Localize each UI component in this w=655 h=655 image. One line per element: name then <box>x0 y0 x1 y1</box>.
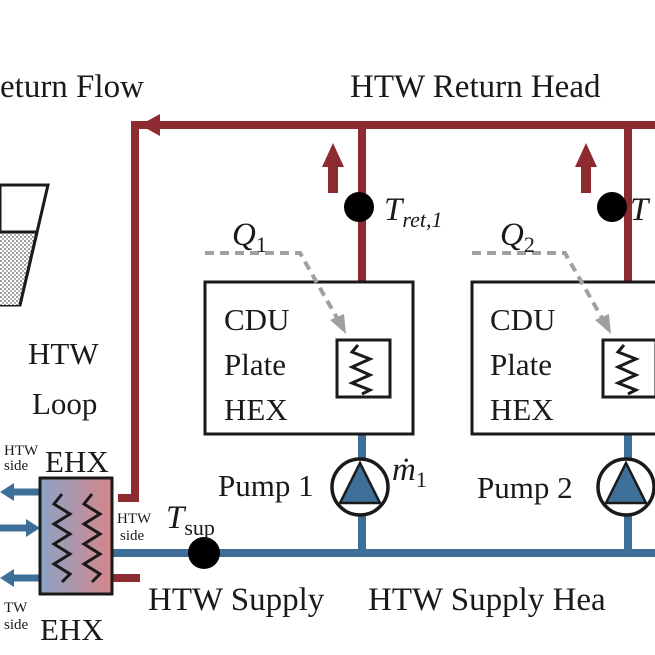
pump-2 <box>596 457 655 517</box>
sensor-tret2 <box>597 192 627 222</box>
htw-side-top-1: HTW <box>4 443 39 459</box>
heat-arrow-q2 <box>472 251 611 334</box>
cdu1-line3: HEX <box>224 392 288 427</box>
plate-hex-1 <box>335 338 392 399</box>
sensor-tret1 <box>344 192 374 222</box>
htw-side-mid-2: side <box>120 528 145 544</box>
cooling-tank <box>0 183 50 307</box>
return-header-pipe <box>113 114 655 582</box>
pump2-label: Pump 2 <box>477 470 573 505</box>
pump1-label: Pump 1 <box>218 468 314 503</box>
tret2-label: T <box>630 192 651 228</box>
cdu1-line2: Plate <box>224 347 286 382</box>
zigzag-heat-exchanger-icon <box>51 493 73 584</box>
cdu2-line2: Plate <box>490 347 552 382</box>
zigzag-heat-exchanger-icon <box>614 344 640 396</box>
cdu2-line3: HEX <box>490 392 554 427</box>
up-arrow-icon <box>322 143 344 167</box>
up-arrow-icon <box>575 143 597 167</box>
q2-label: Q2 <box>500 217 535 257</box>
htw-loop-label-1: HTW <box>28 336 99 371</box>
heat-arrow-q1 <box>205 251 346 334</box>
htw-side-bot-2: side <box>4 617 29 633</box>
htw-side-top-2: side <box>4 458 29 474</box>
tsup-label: Tsup <box>166 500 215 540</box>
m1-label: ṁ1 <box>392 452 427 492</box>
cdu1-line1: CDU <box>224 302 289 337</box>
htw-supply-label: HTW Supply <box>148 582 325 618</box>
ehx-top-label: EHX <box>45 444 109 479</box>
htw-loop-label-2: Loop <box>32 386 97 421</box>
return-flow-label: eturn Flow <box>0 69 144 105</box>
zigzag-heat-exchanger-icon <box>81 493 103 584</box>
htw-side-bot-1: TW <box>4 600 28 616</box>
ehx-left-arrows <box>0 483 42 587</box>
tret1-label: Tret,1 <box>384 192 442 232</box>
supply-header-label: HTW Supply Hea <box>368 582 606 618</box>
plate-hex-2 <box>601 338 655 399</box>
zigzag-heat-exchanger-icon <box>348 344 374 396</box>
return-flow-arrowhead <box>140 114 160 136</box>
pump-1 <box>330 457 390 517</box>
htw-side-mid-1: HTW <box>117 511 152 527</box>
return-header-label: HTW Return Head <box>350 69 601 105</box>
cdu2-line1: CDU <box>490 302 555 337</box>
ehx-heat-exchanger <box>38 476 114 596</box>
q1-label: Q1 <box>232 217 267 257</box>
sensor-tsup <box>188 537 220 569</box>
ehx-bottom-label: EHX <box>40 612 104 647</box>
